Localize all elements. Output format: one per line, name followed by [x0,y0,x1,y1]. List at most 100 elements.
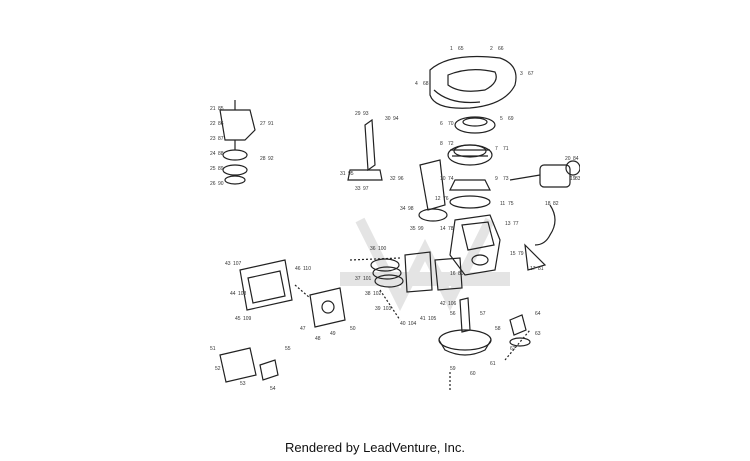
piston-and-rings [370,251,463,293]
callout-4: 4 [415,81,418,87]
crankcase-cover [438,297,492,356]
engine-block [449,214,501,276]
callout-96: 96 [398,176,404,182]
callout-29: 29 [355,111,361,117]
callout-70: 70 [448,121,454,127]
callout-33: 33 [355,186,361,192]
callout-95: 95 [348,171,354,177]
callout-41: 41 [420,316,426,322]
callout-38: 38 [365,291,371,297]
governor-link [347,118,383,181]
callout-5: 5 [500,116,503,122]
callout-61: 61 [490,361,496,367]
callout-86: 86 [218,121,224,127]
callout-84: 84 [573,156,579,162]
callout-106: 106 [448,301,457,307]
callout-53: 53 [240,381,246,387]
callout-15: 15 [510,251,516,257]
callout-43: 43 [225,261,231,267]
carburetor-assembly [219,100,256,185]
callout-69: 69 [508,116,514,122]
callout-49: 49 [330,331,336,337]
callout-58: 58 [495,326,501,332]
callout-68: 68 [423,81,429,87]
callout-52: 52 [215,366,221,372]
callout-21: 21 [210,106,216,112]
callout-79: 79 [518,251,524,257]
callout-109: 109 [243,316,252,322]
callout-56: 56 [450,311,456,317]
callout-31: 31 [340,171,346,177]
callout-37: 37 [355,276,361,282]
callout-83: 83 [575,176,580,182]
callout-81: 81 [538,266,544,272]
callout-9: 9 [495,176,498,182]
callout-16: 16 [450,271,456,277]
exploded-parts-diagram: 1234567891011121314151617181920212223242… [210,46,580,392]
callout-26: 26 [210,181,216,187]
callout-72: 72 [448,141,454,147]
callout-13: 13 [505,221,511,227]
callout-12: 12 [435,196,441,202]
callout-14: 14 [440,226,446,232]
callout-78: 78 [448,226,454,232]
callout-97: 97 [363,186,369,192]
callout-2: 2 [490,46,493,52]
callout-110: 110 [303,266,311,272]
callout-103: 103 [383,306,392,312]
callout-107: 107 [233,261,242,267]
recoil-starter [454,116,496,134]
callout-94: 94 [393,116,399,122]
callout-88: 88 [218,151,224,157]
callout-8: 8 [440,141,443,147]
callout-44: 44 [230,291,236,297]
callout-105: 105 [428,316,437,322]
callout-36: 36 [370,246,376,252]
valve-cover [219,347,279,383]
callout-104: 104 [408,321,417,327]
callout-1: 1 [450,46,453,52]
callout-66: 66 [498,46,504,52]
callout-39: 39 [375,306,381,312]
callout-89: 89 [218,166,224,172]
air-filter-cover [429,55,517,109]
callout-60: 60 [470,371,476,377]
callout-80: 80 [458,271,464,277]
callout-85: 85 [218,106,224,112]
callout-65: 65 [458,46,464,52]
callout-102: 102 [373,291,382,297]
callout-34: 34 [400,206,406,212]
callout-40: 40 [400,321,406,327]
callout-62: 62 [510,346,516,352]
callout-11: 11 [500,201,505,207]
muffler [509,160,580,188]
callout-3: 3 [520,71,523,77]
callout-27: 27 [260,121,266,127]
callout-99: 99 [418,226,424,232]
callout-28: 28 [260,156,266,162]
callout-90: 90 [218,181,224,187]
callout-10: 10 [440,176,446,182]
flywheel [447,144,493,166]
callout-59: 59 [450,366,456,372]
callout-7: 7 [495,146,498,152]
callout-51: 51 [210,346,216,352]
callout-82: 82 [553,201,559,207]
callout-64: 64 [535,311,541,317]
callout-50: 50 [350,326,356,332]
callout-35: 35 [410,226,416,232]
callout-67: 67 [528,71,534,77]
callout-6: 6 [440,121,443,127]
callout-93: 93 [363,111,369,117]
callout-108: 108 [238,291,247,297]
callout-55: 55 [285,346,291,352]
callout-30: 30 [385,116,391,122]
callout-63: 63 [535,331,541,337]
callout-17: 17 [530,266,536,272]
callout-54: 54 [270,386,276,392]
blade-adapter [509,314,531,347]
callout-46: 46 [295,266,301,272]
head-gasket [309,287,346,328]
callout-87: 87 [218,136,224,142]
